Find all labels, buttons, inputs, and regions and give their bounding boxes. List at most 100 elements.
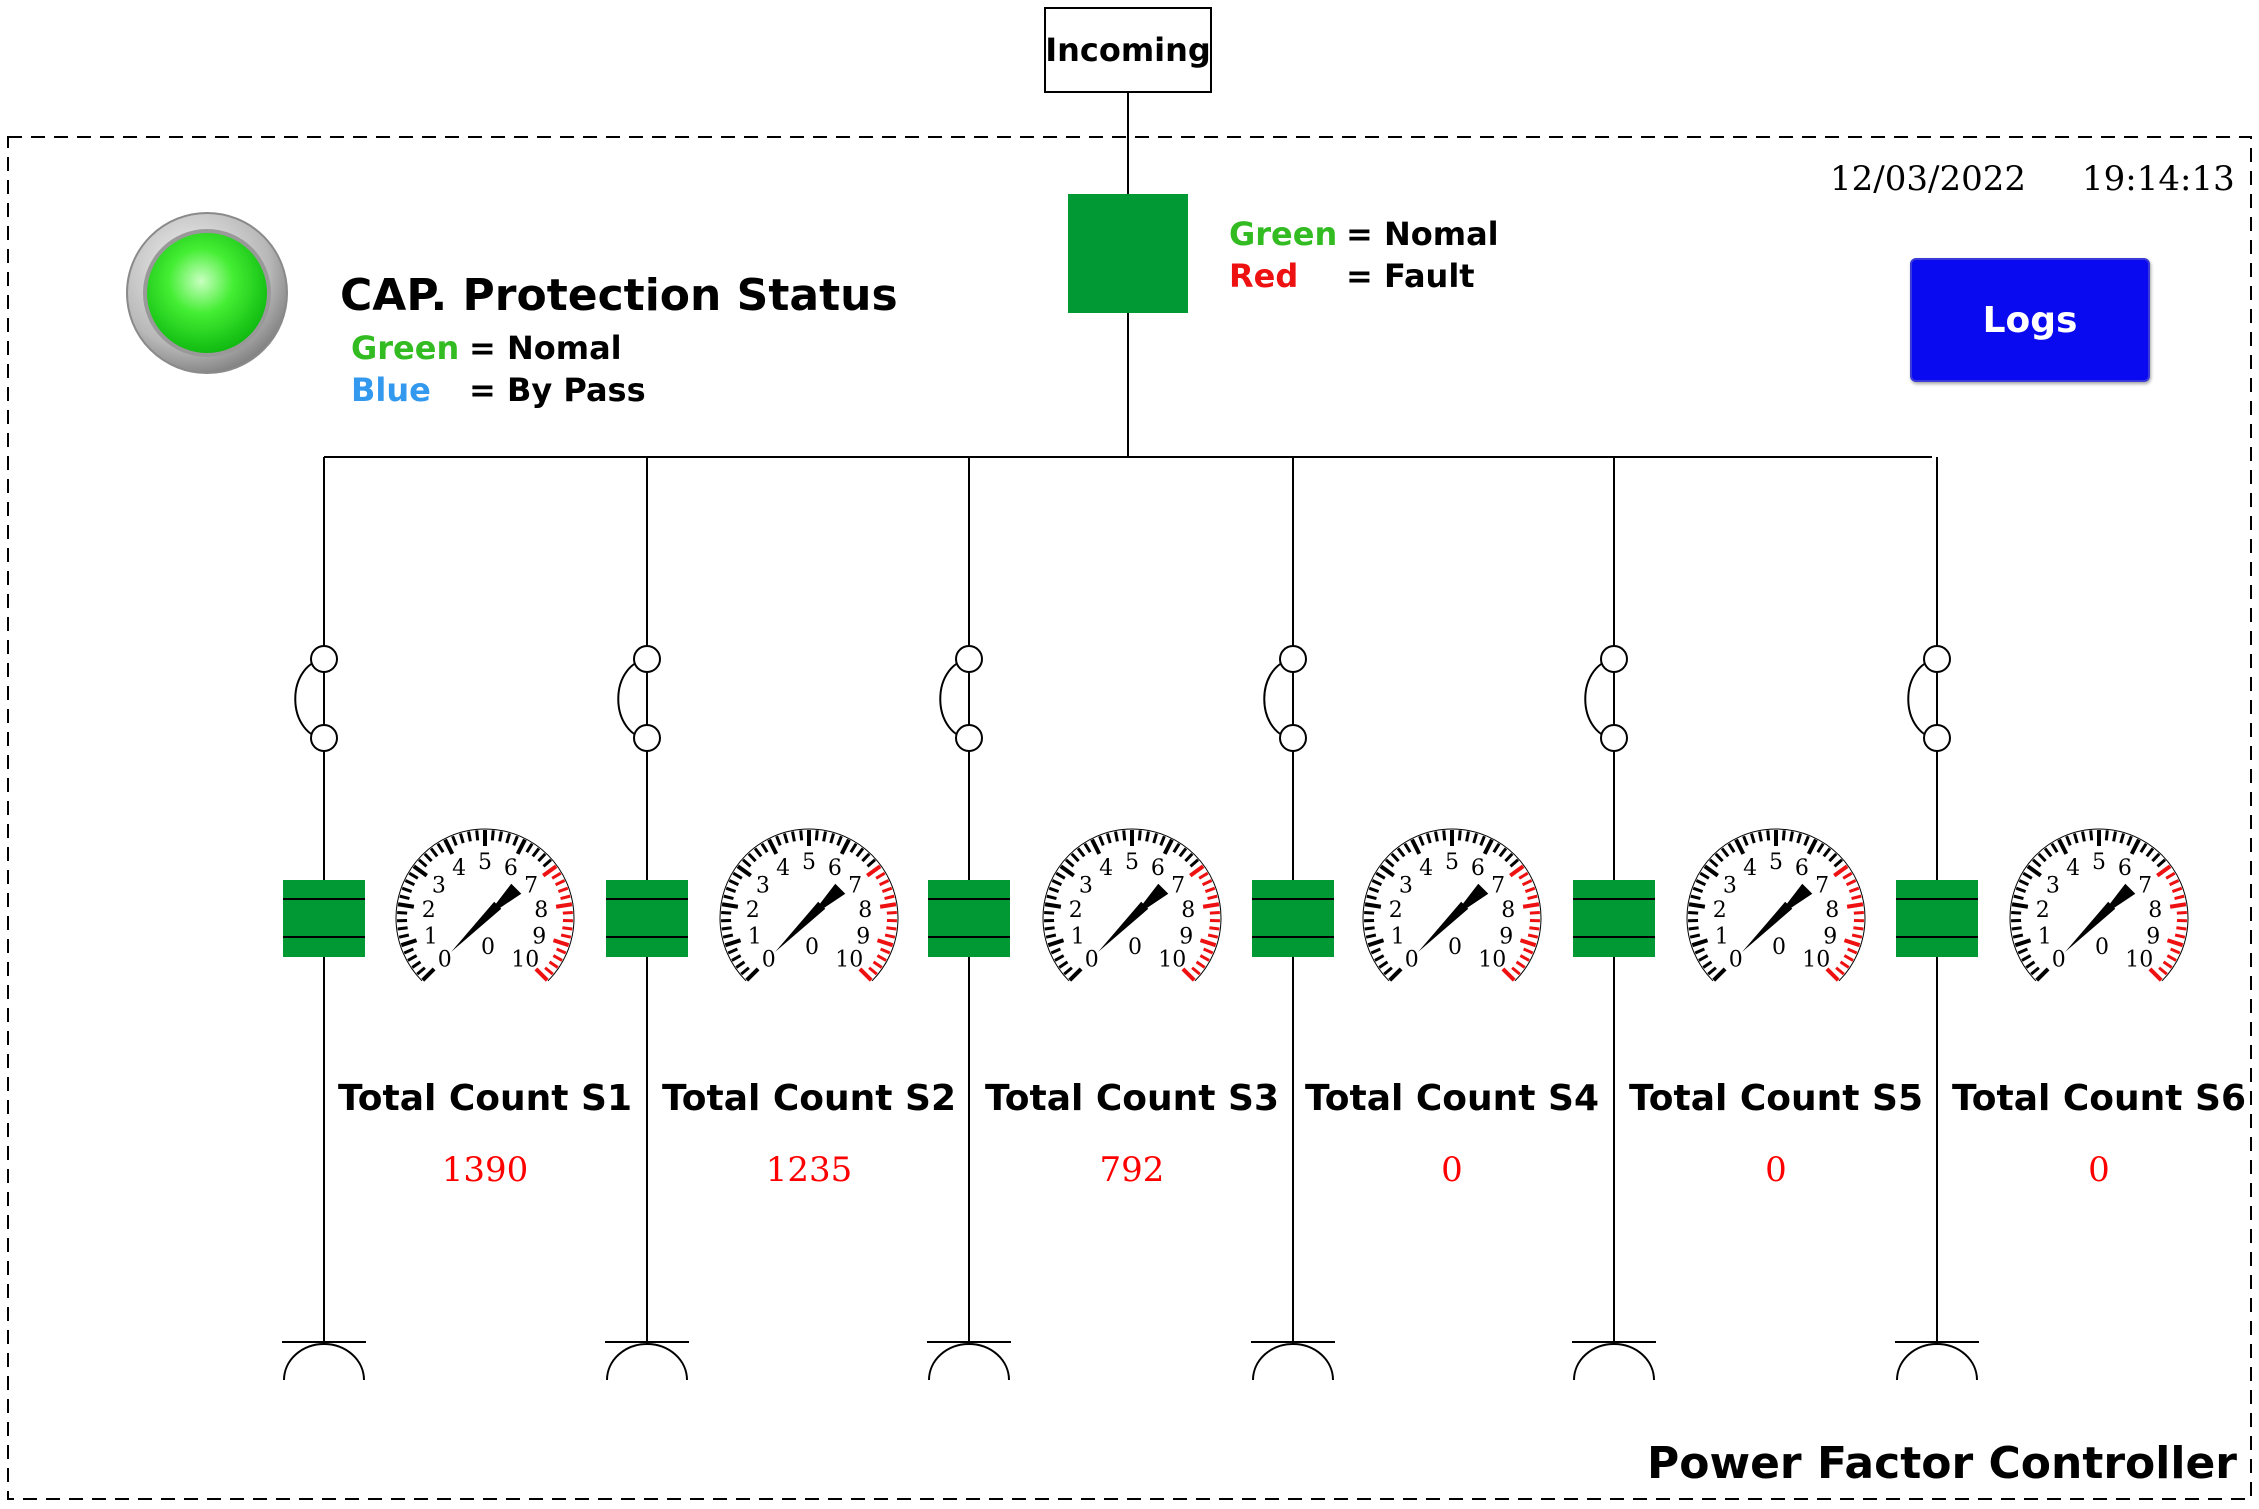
branch-s5 bbox=[1572, 457, 1656, 1381]
gauge-tick-label: 4 bbox=[1419, 856, 1433, 881]
fuse-switch-icon bbox=[294, 645, 338, 752]
gauge-tick-label: 7 bbox=[2138, 873, 2152, 898]
contactor-block bbox=[1896, 880, 1978, 957]
gauge-tick-label: 6 bbox=[1471, 856, 1485, 881]
gauge-tick-label: 3 bbox=[756, 873, 770, 898]
cap-protection-title: CAP. Protection Status bbox=[340, 270, 898, 321]
gauge-tick-label: 5 bbox=[802, 850, 816, 875]
incoming-label: Incoming bbox=[1044, 7, 1212, 93]
gauge-tick-label: 5 bbox=[1125, 850, 1139, 875]
branch-s4 bbox=[1251, 457, 1335, 1381]
gauge-tick-label: 6 bbox=[828, 856, 842, 881]
total-count-label-s3: Total Count S3 bbox=[984, 1078, 1279, 1119]
legend-green-value: = Nomal bbox=[469, 329, 622, 367]
total-count-value-s5: 0 bbox=[1765, 1150, 1787, 1190]
gauge-tick-label: 7 bbox=[1815, 873, 1829, 898]
gauge-tick-label: 9 bbox=[1179, 925, 1193, 950]
gauge-center-label: 0 bbox=[2095, 935, 2109, 960]
gauge-tick-label: 7 bbox=[1171, 873, 1185, 898]
gauge-tick-label: 0 bbox=[762, 947, 776, 972]
gauge-tick-label: 4 bbox=[452, 856, 466, 881]
legend-green-key: Green bbox=[351, 329, 460, 367]
date-display: 12/03/2022 bbox=[1830, 159, 2026, 199]
gauge-tick-label: 4 bbox=[1099, 856, 1113, 881]
fuse-switch-icon bbox=[939, 645, 983, 752]
gauge-center-label: 0 bbox=[1128, 935, 1142, 960]
gauge-tick-label: 2 bbox=[1069, 898, 1083, 923]
total-count-label-s1: Total Count S1 bbox=[337, 1078, 632, 1119]
gauge-tick-label: 0 bbox=[1085, 947, 1099, 972]
gauge-tick-label: 3 bbox=[432, 873, 446, 898]
total-count-value-s1: 1390 bbox=[441, 1150, 529, 1190]
main-breaker-status bbox=[1068, 194, 1188, 313]
gauge-tick-label: 6 bbox=[1795, 856, 1809, 881]
capacitor-symbol bbox=[1251, 1341, 1335, 1381]
gauge-tick-label: 6 bbox=[504, 856, 518, 881]
breaker-legend-green-value: = Nomal bbox=[1346, 215, 1499, 253]
gauge-tick-label: 0 bbox=[1405, 947, 1419, 972]
capacitor-symbol bbox=[282, 1341, 366, 1381]
gauge-tick-label: 3 bbox=[1399, 873, 1413, 898]
gauge-tick-label: 8 bbox=[2148, 898, 2162, 923]
gauge-tick-label: 5 bbox=[478, 850, 492, 875]
capacitor-symbol bbox=[927, 1341, 1011, 1381]
gauge-tick-label: 5 bbox=[1769, 850, 1783, 875]
breaker-legend-red-value: = Fault bbox=[1346, 257, 1475, 295]
contactor-block bbox=[1573, 880, 1655, 957]
gauge-tick-label: 9 bbox=[856, 925, 870, 950]
gauge-tick-label: 0 bbox=[1729, 947, 1743, 972]
branch-s6 bbox=[1895, 457, 1979, 1381]
gauge-tick-label: 1 bbox=[1391, 925, 1405, 950]
total-count-value-s2: 1235 bbox=[765, 1150, 853, 1190]
capacitor-symbol bbox=[605, 1341, 689, 1381]
gauge-tick-label: 2 bbox=[2036, 898, 2050, 923]
gauge-tick-label: 8 bbox=[534, 898, 548, 923]
gauge-tick-label: 10 bbox=[2125, 947, 2153, 972]
gauge-tick-label: 6 bbox=[2118, 856, 2132, 881]
total-count-value-s6: 0 bbox=[2088, 1150, 2110, 1190]
fuse-switch-icon bbox=[1584, 645, 1628, 752]
contactor-block bbox=[1252, 880, 1334, 957]
gauge-tick-label: 1 bbox=[1715, 925, 1729, 950]
gauge-tick-label: 2 bbox=[746, 898, 760, 923]
logs-button[interactable]: Logs bbox=[1910, 258, 2150, 382]
gauge-tick-label: 1 bbox=[2038, 925, 2052, 950]
gauge-tick-label: 3 bbox=[2046, 873, 2060, 898]
gauge-tick-label: 10 bbox=[1478, 947, 1506, 972]
gauge-tick-label: 5 bbox=[1445, 850, 1459, 875]
branch-s3 bbox=[927, 457, 1011, 1381]
gauge-tick-label: 1 bbox=[1071, 925, 1085, 950]
fuse-switch-icon bbox=[1907, 645, 1951, 752]
total-count-label-s5: Total Count S5 bbox=[1628, 1078, 1923, 1119]
footer-title: Power Factor Controller bbox=[1646, 1438, 2237, 1489]
gauge-tick-label: 2 bbox=[422, 898, 436, 923]
gauge-center-label: 0 bbox=[1448, 935, 1462, 960]
capacitor-symbol bbox=[1572, 1341, 1656, 1381]
gauge-tick-label: 3 bbox=[1723, 873, 1737, 898]
gauge-tick-label: 2 bbox=[1389, 898, 1403, 923]
gauge-tick-label: 10 bbox=[511, 947, 539, 972]
gauge-center-label: 0 bbox=[1772, 935, 1786, 960]
legend-blue-value: = By Pass bbox=[469, 371, 646, 409]
gauge-tick-label: 8 bbox=[1501, 898, 1515, 923]
capacitor-symbol bbox=[1895, 1341, 1979, 1381]
total-count-value-s4: 0 bbox=[1441, 1150, 1463, 1190]
gauge-tick-label: 4 bbox=[2066, 856, 2080, 881]
breaker-legend-green-key: Green bbox=[1229, 215, 1338, 253]
total-count-value-s3: 792 bbox=[1099, 1150, 1165, 1190]
gauge-tick-label: 9 bbox=[532, 925, 546, 950]
gauge-tick-label: 0 bbox=[2052, 947, 2066, 972]
gauge-tick-label: 0 bbox=[438, 947, 452, 972]
gauge-tick-label: 2 bbox=[1713, 898, 1727, 923]
gauge-tick-label: 8 bbox=[1825, 898, 1839, 923]
contactor-block bbox=[283, 880, 365, 957]
total-count-label-s4: Total Count S4 bbox=[1304, 1078, 1599, 1119]
gauge-tick-label: 5 bbox=[2092, 850, 2106, 875]
total-count-label-s2: Total Count S2 bbox=[661, 1078, 956, 1119]
time-display: 19:14:13 bbox=[2082, 159, 2235, 199]
